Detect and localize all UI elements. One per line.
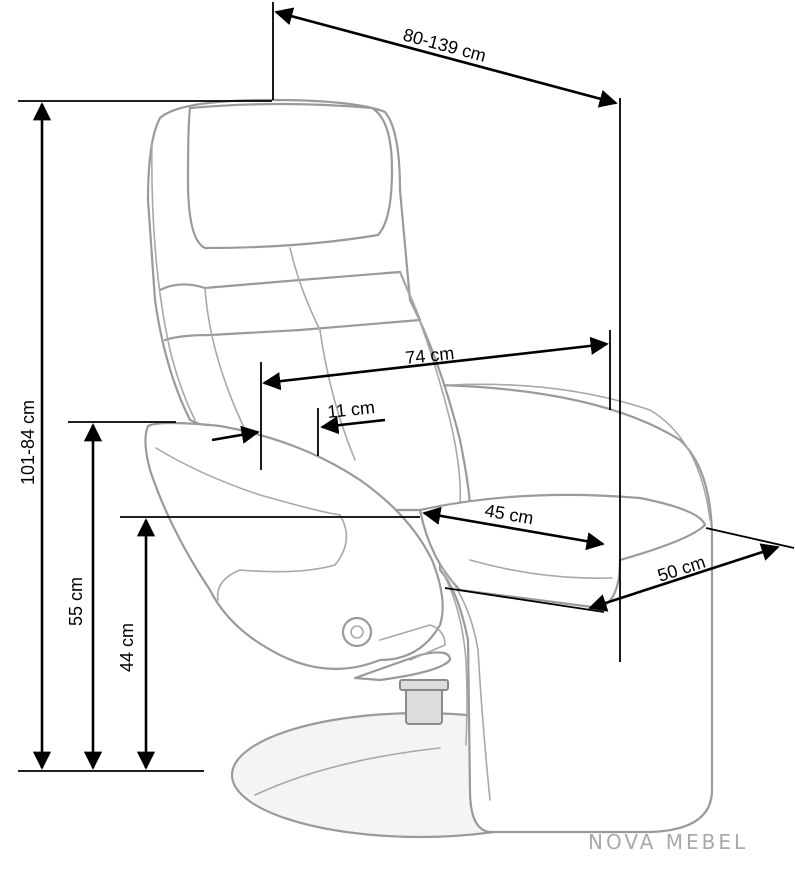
label-height-total: 101-84 cm [18,400,38,485]
left-armrest [144,421,444,670]
arrow-depth-inner [262,336,609,391]
recline-knob-center [350,625,364,639]
back-cushion-seam-left [204,287,251,441]
label-seat-height: 44 cm [117,623,137,672]
label-armrest-height: 55 cm [66,577,86,626]
arrow-armrest-width-left [211,425,260,444]
swivel-base-inner-edge [254,747,441,796]
label-armrest-width: 11 cm [326,397,376,422]
recline-lever [353,651,452,682]
brand-watermark: NOVA MEBEL [588,830,748,854]
armchair-drawing [144,98,714,839]
arrow-armrest-width-right [320,416,386,435]
recline-knob [341,616,373,648]
left-armrest-top-seam [155,447,341,516]
back-side-edge [151,139,196,421]
extension-line-seat-front [444,587,605,613]
arrow-seat-width [588,543,780,612]
recline-mechanism [379,624,446,661]
back-cushion-seam-right [399,271,462,506]
left-armrest-panel-seam [216,514,348,601]
arrow-seat-depth [422,506,605,551]
chair-front-curve-inner [443,574,468,746]
dimension-lines [18,2,795,772]
extension-line-seat-side [705,527,795,549]
label-depth-inner: 74 cm [404,343,455,368]
arrow-width-recline [274,7,618,108]
chair-front-curve [439,564,491,801]
swivel-post-cap [399,679,449,691]
swivel-post [405,685,443,725]
label-width-recline: 80-139 cm [401,25,488,66]
